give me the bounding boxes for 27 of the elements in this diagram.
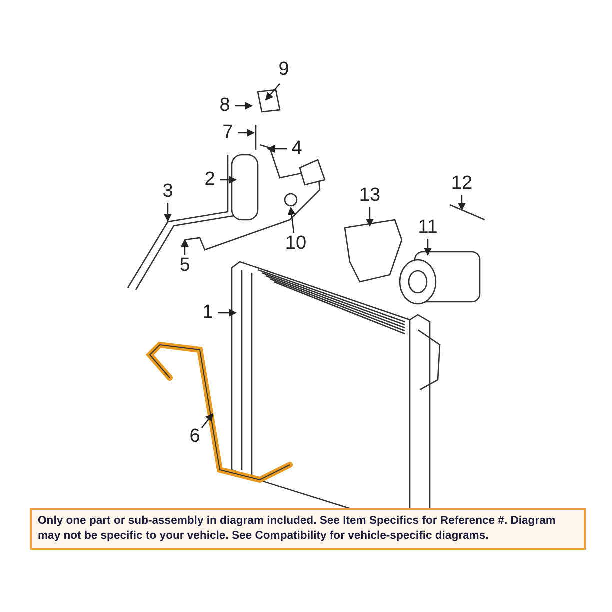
leader-line xyxy=(164,203,172,222)
leader-line xyxy=(265,84,280,101)
leader-line xyxy=(220,176,237,184)
leader-line xyxy=(202,413,214,428)
leader-line xyxy=(238,129,255,137)
callout-number: 11 xyxy=(418,218,438,238)
callout-number: 13 xyxy=(359,186,381,206)
callout-number: 1 xyxy=(202,303,214,323)
callout-number: 2 xyxy=(204,170,216,190)
leader-line xyxy=(267,145,287,153)
leader-line xyxy=(218,309,237,317)
leader-line xyxy=(366,207,374,227)
callout-number: 6 xyxy=(190,427,200,447)
callout-number: 12 xyxy=(451,174,473,194)
leader-line xyxy=(288,207,296,234)
disclaimer-note: Only one part or sub-assembly in diagram included. See Item Specifics for Reference #. Diagram may not be specific to your vehicle. See Compatibility for vehicle-specific diagrams. xyxy=(30,508,586,550)
leader-line xyxy=(181,239,189,255)
callout-number: 4 xyxy=(292,139,302,159)
leader-line xyxy=(235,102,253,110)
callout-number: 10 xyxy=(285,234,307,254)
callout-number: 9 xyxy=(278,60,290,80)
callout-number: 8 xyxy=(220,96,230,116)
callout-number: 3 xyxy=(162,182,174,202)
callout-number: 7 xyxy=(222,123,234,143)
leader-line xyxy=(458,195,466,211)
leader-line xyxy=(424,239,432,256)
callout-number: 5 xyxy=(180,256,190,276)
